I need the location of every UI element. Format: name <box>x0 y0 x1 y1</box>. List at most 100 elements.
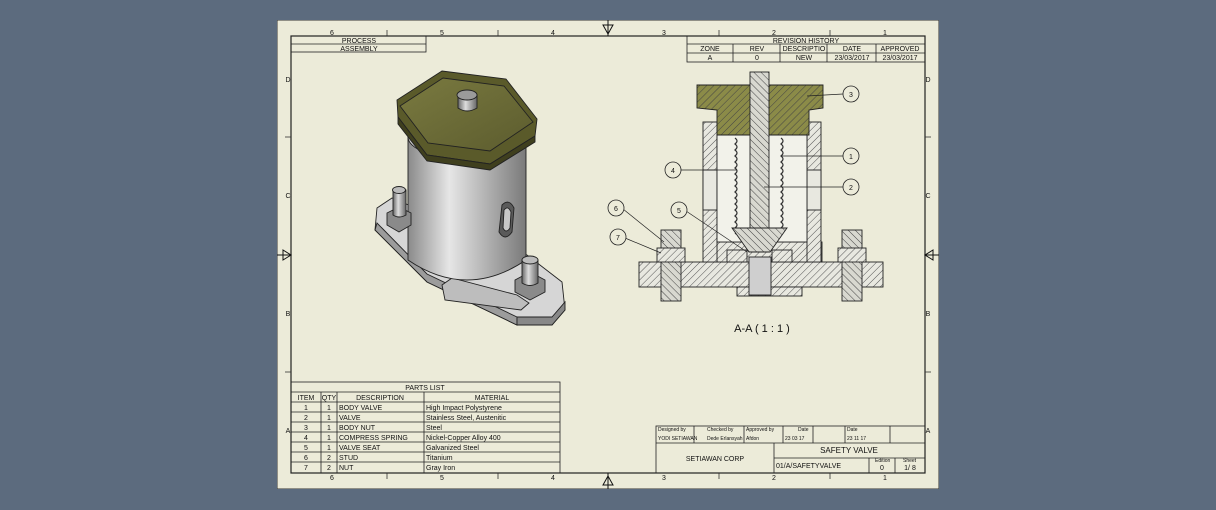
date-value: 23 03 17 <box>785 436 805 442</box>
section-view <box>638 71 884 302</box>
balloon-2-text: 2 <box>849 185 853 192</box>
parts-row-1-item: 1 <box>304 405 308 412</box>
parts-row-2-item: 2 <box>304 415 308 422</box>
revision-table <box>686 35 926 63</box>
process-box <box>290 35 427 53</box>
parts-header-item: ITEM <box>298 395 315 402</box>
parts-header-qty: QTY <box>322 395 337 402</box>
parts-row-3-qty: 1 <box>327 425 331 432</box>
revision-title: REVISION HISTORY <box>773 38 840 45</box>
zone-right-b: B <box>926 311 931 318</box>
leader-lines <box>622 93 844 254</box>
sheet-label: Sheet <box>903 458 917 464</box>
rev-cell-date: 23/03/2017 <box>834 55 869 62</box>
parts-row-2-description: VALVE <box>339 415 361 422</box>
company-name: SETIAWAN CORP <box>686 456 745 463</box>
balloon-2 <box>842 178 860 196</box>
parts-row-1-description: BODY VALVE <box>339 405 383 412</box>
rev-cell-zone: A <box>708 55 713 62</box>
parts-row-5-item: 5 <box>304 445 308 452</box>
parts-row-6-item: 6 <box>304 455 308 462</box>
parts-row-6-qty: 2 <box>327 455 331 462</box>
parts-row-7-item: 7 <box>304 465 308 472</box>
parts-row-2-material: Stainless Steel, Austenitic <box>426 415 507 422</box>
zone-left-d: D <box>285 77 290 84</box>
parts-row-3-material: Steel <box>426 425 442 432</box>
designed-by-value: YODI SETIAWAN <box>658 436 698 442</box>
drawing-title: SAFETY VALVE <box>820 446 878 455</box>
zone-bottom-2: 2 <box>772 475 776 482</box>
balloon-4 <box>664 161 682 179</box>
zone-top-5: 5 <box>440 30 444 37</box>
zone-right-c: C <box>925 193 930 200</box>
balloon-1-text: 1 <box>849 154 853 161</box>
parts-row-7-material: Gray Iron <box>426 465 455 472</box>
zone-bottom-1: 1 <box>883 475 887 482</box>
rev-header-approved: APPROVED <box>881 46 920 53</box>
balloon-6-text: 6 <box>614 206 618 213</box>
zone-left-c: C <box>285 193 290 200</box>
drawing-sheet: 6 5 4 3 2 1 6 5 4 3 2 1 D C B A D C B A … <box>277 20 939 489</box>
balloon-1 <box>842 147 860 165</box>
balloon-7 <box>609 228 627 246</box>
balloon-3-text: 3 <box>849 92 853 99</box>
checked-by-label: Checked by <box>707 427 734 433</box>
zone-top-1: 1 <box>883 30 887 37</box>
balloon-6 <box>607 199 625 217</box>
date2-value: 23 11 17 <box>847 436 866 442</box>
approved-by-label: Approved by <box>746 427 775 433</box>
checked-by-value: Dede Erlansyah <box>707 436 743 442</box>
balloon-7-text: 7 <box>616 235 620 242</box>
parts-row-1-qty: 1 <box>327 405 331 412</box>
zone-bottom-4: 4 <box>551 475 555 482</box>
rev-header-zone: ZONE <box>700 46 720 53</box>
balloon-4-text: 4 <box>671 168 675 175</box>
approved-by-value: Afdon <box>746 436 759 442</box>
parts-row-4-qty: 1 <box>327 435 331 442</box>
zone-bottom-6: 6 <box>330 475 334 482</box>
parts-row-4-description: COMPRESS SPRING <box>339 435 408 442</box>
parts-header-material: MATERIAL <box>475 395 510 402</box>
parts-row-3-item: 3 <box>304 425 308 432</box>
parts-list-table <box>290 381 561 474</box>
parts-row-2-qty: 1 <box>327 415 331 422</box>
date2-label: Date <box>847 427 858 433</box>
parts-row-1-material: High Impact Polystyrene <box>426 405 502 412</box>
parts-row-6-material: Titanium <box>426 455 453 462</box>
balloon-3 <box>842 85 860 103</box>
rev-header-date: DATE <box>843 46 861 53</box>
edition-label: Edition <box>875 458 891 464</box>
rev-cell-approved: 23/03/2017 <box>882 55 917 62</box>
assembly-label: ASSEMBLY <box>340 46 378 53</box>
sheet-paper <box>277 20 939 489</box>
parts-row-3-description: BODY NUT <box>339 425 376 432</box>
zone-right-d: D <box>925 77 930 84</box>
parts-row-6-description: STUD <box>339 455 358 462</box>
section-view-label: A-A ( 1 : 1 ) <box>734 323 790 335</box>
date-label: Date <box>798 427 809 433</box>
title-block <box>655 425 926 474</box>
centering-marks <box>277 20 939 489</box>
zone-top-2: 2 <box>772 30 776 37</box>
parts-row-5-qty: 1 <box>327 445 331 452</box>
parts-row-7-qty: 2 <box>327 465 331 472</box>
zone-right-a: A <box>926 428 931 435</box>
zone-left-a: A <box>286 428 291 435</box>
parts-list-title: PARTS LIST <box>405 385 445 392</box>
zone-bottom-5: 5 <box>440 475 444 482</box>
sheet-value: 1/ 8 <box>904 465 916 472</box>
balloon-5-text: 5 <box>677 208 681 215</box>
parts-header-desc: DESCRIPTION <box>356 395 404 402</box>
rev-cell-desc: NEW <box>796 55 813 62</box>
rev-header-desc: DESCRIPTIO <box>783 46 826 53</box>
parts-row-7-description: NUT <box>339 465 354 472</box>
balloon-group <box>607 85 860 246</box>
zone-top-3: 3 <box>662 30 666 37</box>
zone-bottom-3: 3 <box>662 475 666 482</box>
rev-cell-rev: 0 <box>755 55 759 62</box>
designed-by-label: Designed by <box>658 427 686 433</box>
parts-row-4-material: Nickel-Copper Alloy 400 <box>426 435 501 442</box>
parts-row-5-description: VALVE SEAT <box>339 445 381 452</box>
parts-row-5-material: Galvanized Steel <box>426 445 479 452</box>
zone-top-6: 6 <box>330 30 334 37</box>
